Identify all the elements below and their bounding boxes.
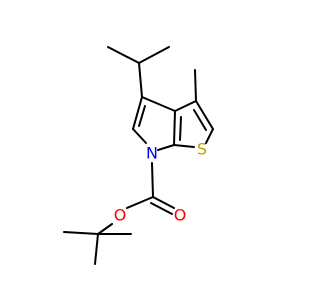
bond-thiophene-c3a-c3 bbox=[174, 100, 197, 112]
bond-fused-c3a-c7a bbox=[173, 110, 176, 146]
bond-ester-oxygen-tert-carbon bbox=[97, 223, 113, 235]
bond-pyrrole-c4-c3a bbox=[141, 96, 176, 112]
bond-fused-c3a-c7a-inner bbox=[179, 116, 182, 141]
bond-thiophene-c3-c2 bbox=[195, 100, 214, 130]
bond-n-carbonyl-carbon bbox=[151, 162, 154, 198]
bond-tert-butyl-methyl-down bbox=[94, 233, 99, 265]
bond-pyrrole-c5-n bbox=[132, 128, 147, 144]
atom-label-layer: N S O O bbox=[114, 140, 207, 225]
sulfur-atom-label: S bbox=[197, 140, 207, 159]
bond-carbonyl-double-b bbox=[150, 202, 173, 215]
bond-thiophene-c3-c2-inner bbox=[193, 109, 207, 131]
bond-isopropyl-ch-methyl-right bbox=[138, 46, 170, 64]
bond-methyl-thiophene bbox=[194, 69, 197, 102]
carbonyl-oxygen-atom-label: O bbox=[174, 206, 187, 225]
molecule-structure-diagram: N S O O bbox=[63, 46, 214, 265]
bond-tert-butyl-methyl-left bbox=[63, 231, 99, 235]
nitrogen-atom-label: N bbox=[146, 144, 158, 163]
bond-pyrrole-n-c7a bbox=[157, 144, 175, 151]
bond-layer bbox=[63, 46, 214, 265]
bond-thiophene-s-c7a bbox=[173, 144, 195, 148]
bond-thiophene-c2-s bbox=[205, 128, 214, 144]
bond-carbonyl-double-a bbox=[152, 196, 175, 209]
bond-pyrrole-c4-c5 bbox=[132, 96, 143, 130]
bond-isopropyl-ch-methyl-left bbox=[107, 46, 140, 64]
bond-pyrrole-c4-c5-inner bbox=[138, 105, 146, 127]
bond-isopropyl-ch-ring bbox=[138, 62, 143, 98]
bond-carbonyl-ester-oxygen bbox=[126, 196, 154, 209]
ester-oxygen-atom-label: O bbox=[114, 206, 127, 225]
